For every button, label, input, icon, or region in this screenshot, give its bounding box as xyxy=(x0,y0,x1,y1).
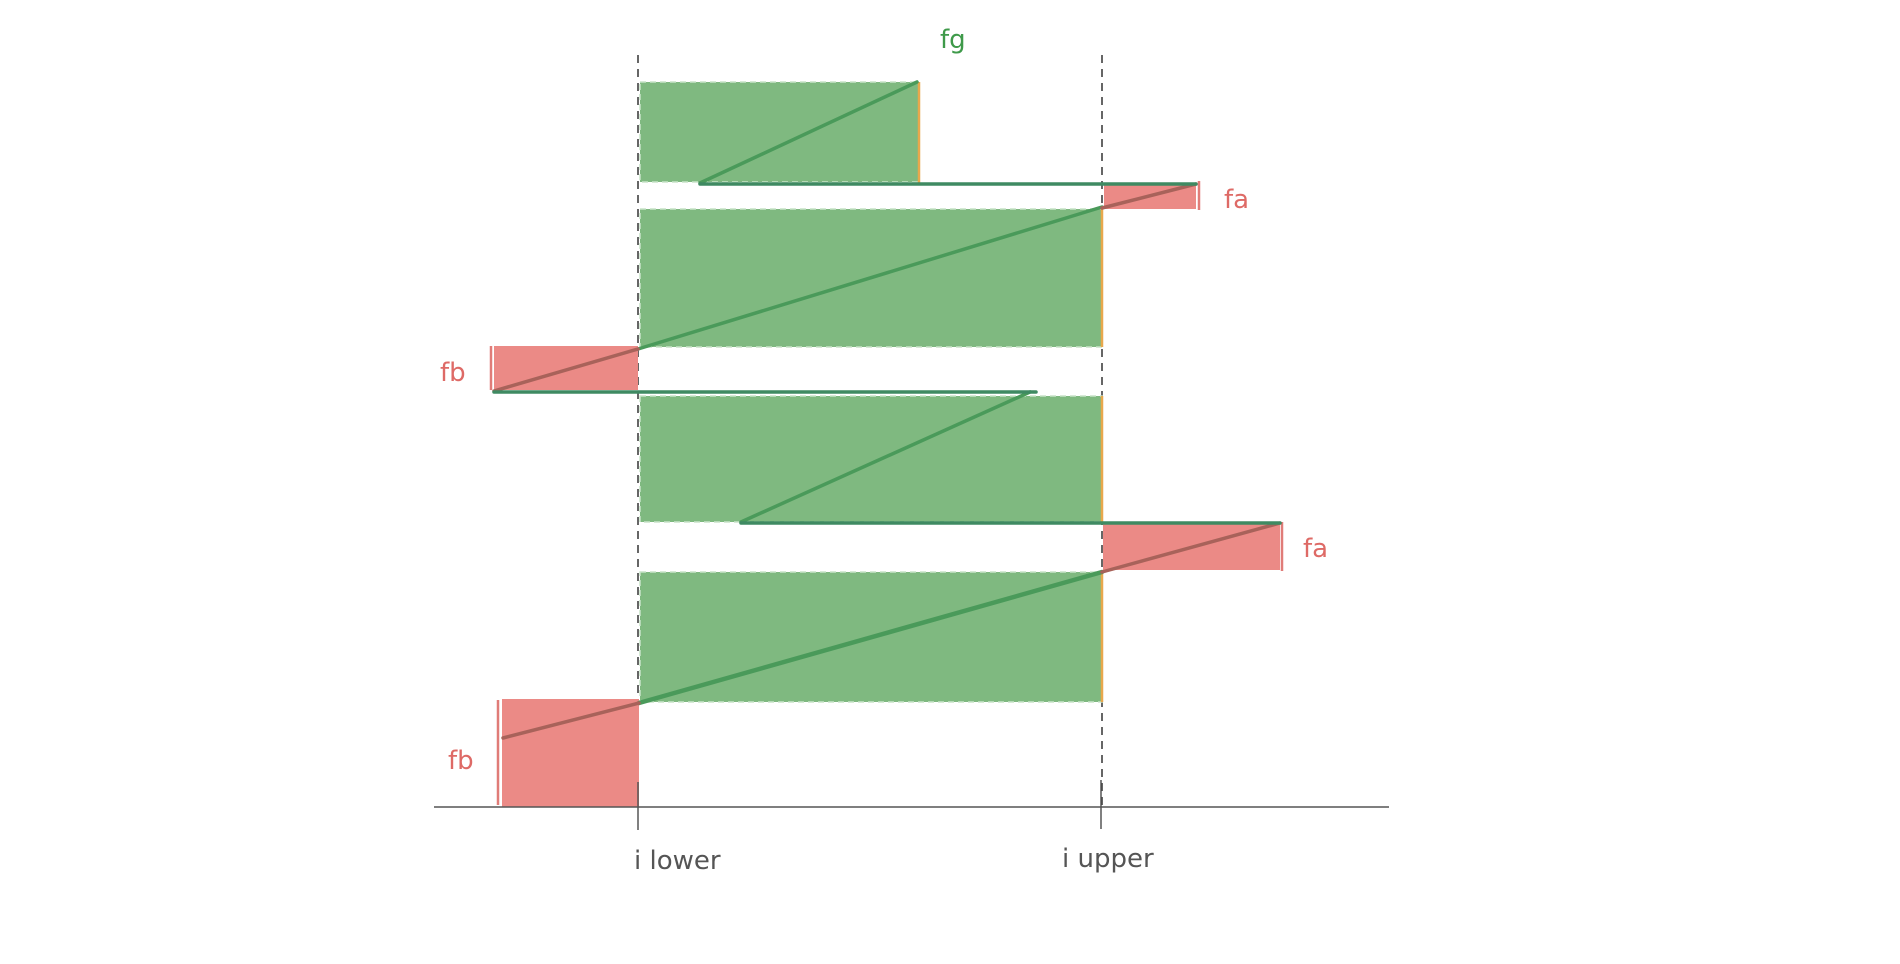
i-upper-label: i upper xyxy=(1062,844,1154,874)
fb-middle-label: fb xyxy=(440,358,466,388)
fa-lower-label: fa xyxy=(1303,534,1328,564)
red-diagonal-fb-middle xyxy=(492,347,640,393)
green-bar-1 xyxy=(639,81,920,183)
fa-top-label: fa xyxy=(1224,185,1249,215)
i-lower-label: i lower xyxy=(634,846,721,876)
fb-bar-bottom xyxy=(502,699,639,807)
green-diagonal-3 xyxy=(739,390,1032,524)
green-diagonal-4 xyxy=(636,569,1105,706)
green-bar-3 xyxy=(639,395,1103,523)
red-diagonal-fa-top xyxy=(1100,182,1198,210)
green-diagonal-2 xyxy=(636,205,1104,351)
fg-label: fg xyxy=(940,25,966,55)
red-diagonal-fb-bottom xyxy=(501,701,641,740)
fb-bottom-label: fb xyxy=(448,746,474,776)
red-diagonal-fa-lower xyxy=(1100,521,1282,574)
green-diagonal-1 xyxy=(698,80,919,185)
